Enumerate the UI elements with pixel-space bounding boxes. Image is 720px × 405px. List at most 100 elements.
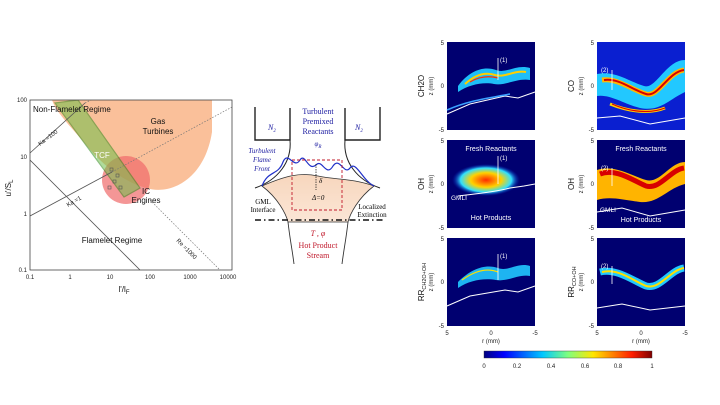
row-label-ch2o: CH2O — [417, 75, 426, 97]
svg-text:-5: -5 — [589, 324, 595, 330]
fresh-reactants-right: Fresh Reactants — [615, 146, 667, 153]
marker-2-bot: (2) — [601, 264, 608, 270]
flame-front-label-2: Flame — [252, 156, 271, 164]
re-label: Re =1000 — [175, 238, 198, 261]
row-label-oh-left: OH — [417, 178, 426, 190]
flamelet-label: Flamelet Regime — [82, 236, 143, 245]
panel-oh-right — [596, 140, 686, 228]
local-ext-label-2: Extinction — [357, 211, 387, 219]
flame-front-label-1: Turbulent — [248, 147, 276, 155]
svg-text:0: 0 — [591, 280, 595, 286]
svg-text:0.6: 0.6 — [581, 364, 590, 370]
y-tick-1: 1 — [24, 212, 28, 218]
n2-right-label: N2 — [354, 123, 363, 134]
x-tick-10000: 10000 — [220, 275, 237, 281]
reactants-label-2: Premixed — [303, 117, 334, 126]
ka100-line — [30, 102, 86, 154]
hot-products-right: Hot Products — [621, 217, 662, 224]
local-ext-label-1: Localized — [358, 203, 386, 211]
marker-1-bot: (1) — [500, 254, 507, 260]
z-ticks-left: 5 0 -5 5 0 -5 5 0 -5 — [439, 41, 445, 330]
svg-text:0: 0 — [591, 84, 595, 90]
re-dotted — [149, 199, 221, 270]
zlabel-right-1: z (mm) — [579, 77, 585, 96]
gml-label-2: Interface — [251, 206, 276, 214]
flame-front-label-3: Front — [253, 165, 271, 173]
svg-text:0: 0 — [441, 280, 445, 286]
x-tick-100: 100 — [145, 275, 156, 281]
phi-r-label: φR — [315, 140, 322, 150]
left-outer-wall — [254, 107, 291, 141]
product-stream-walls — [287, 221, 349, 265]
svg-text:5: 5 — [445, 331, 449, 337]
delta-label: δ — [319, 177, 323, 185]
marker-2-mid: (2) — [601, 166, 608, 172]
zlabel-right-2: z (mm) — [579, 175, 585, 194]
n2-left-label: N2 — [267, 123, 276, 134]
rlabel-right: r (mm) — [632, 339, 650, 345]
products-temp-label: T , φ — [311, 229, 326, 238]
panel-rr-right — [596, 238, 686, 326]
gmli-left: GMLI — [451, 195, 467, 202]
gmli-right: GMLI — [600, 207, 616, 214]
burner-schematic: N2 N2 Turbulent Premixed Reactants φR δ … — [248, 107, 387, 265]
svg-text:0: 0 — [489, 331, 493, 337]
ka100-label: Ka =100 — [38, 129, 60, 148]
marker-1-mid: (1) — [500, 156, 507, 162]
regime-plot-frame — [29, 99, 233, 271]
r-ticks: 5 0 -5 5 0 -5 — [445, 331, 688, 337]
svg-text:0: 0 — [441, 84, 445, 90]
y-ticks: 100 10 1 0.1 — [17, 98, 28, 274]
x-tick-1: 1 — [68, 275, 72, 281]
svg-text:-5: -5 — [589, 128, 595, 134]
products-label-1: Hot Product — [299, 241, 339, 250]
svg-text:5: 5 — [595, 331, 599, 337]
ic-engines-label-2: Engines — [132, 196, 161, 205]
x-tick-0.1: 0.1 — [26, 275, 35, 281]
y-tick-10: 10 — [20, 155, 27, 161]
svg-text:0.4: 0.4 — [547, 364, 556, 370]
svg-text:-5: -5 — [439, 226, 445, 232]
svg-text:1: 1 — [650, 364, 654, 370]
regime-xlabel: l'/lF — [119, 285, 130, 296]
panel-ch2o — [446, 42, 536, 130]
svg-text:5: 5 — [591, 139, 595, 145]
field-panels: (1) (1) (1) (2) (2) (2) Fresh Reactants … — [417, 41, 688, 370]
ic-engines-label-1: IC — [142, 187, 150, 196]
row-label-rr-right: RRCO+OH — [567, 266, 578, 297]
x-tick-1000: 1000 — [183, 275, 197, 281]
interrogation-box — [291, 159, 343, 211]
svg-text:-5: -5 — [682, 331, 688, 337]
gml-label-1: GML — [255, 198, 271, 206]
colorbar — [483, 350, 653, 359]
x-ticks: 0.1 1 10 100 1000 10000 — [26, 275, 237, 281]
y-tick-0.1: 0.1 — [19, 268, 28, 274]
svg-text:5: 5 — [591, 237, 595, 243]
rlabel-left: r (mm) — [482, 339, 500, 345]
x-tick-10: 10 — [107, 275, 114, 281]
ka100-dotted — [84, 100, 92, 104]
products-label-2: Stream — [307, 251, 330, 260]
svg-text:5: 5 — [441, 139, 445, 145]
tcf-data-points — [107, 167, 123, 190]
left-inner-wall — [254, 139, 291, 189]
ka1-line — [30, 171, 113, 217]
svg-text:0: 0 — [482, 364, 486, 370]
svg-text:-5: -5 — [439, 128, 445, 134]
svg-text:0: 0 — [591, 182, 595, 188]
row-label-oh-right: OH — [567, 178, 576, 190]
svg-text:5: 5 — [441, 41, 445, 47]
regime-ylabel: u'/SL — [4, 179, 15, 197]
svg-text:0: 0 — [639, 331, 643, 337]
reactants-label-1: Turbulent — [302, 107, 334, 116]
z-ticks-right: 5 0 -5 5 0 -5 5 0 -5 — [589, 41, 595, 330]
gas-turbines-label-2: Turbines — [143, 127, 174, 136]
panel-oh-left — [447, 140, 536, 228]
ka1-label: Ka =1 — [66, 195, 83, 208]
right-outer-wall — [344, 107, 381, 141]
row-label-rr-left: RRCH2O+OH — [417, 263, 428, 301]
zlabel-right-3: z (mm) — [579, 273, 585, 292]
svg-text:5: 5 — [441, 237, 445, 243]
tcf-label: TCF — [94, 151, 110, 160]
